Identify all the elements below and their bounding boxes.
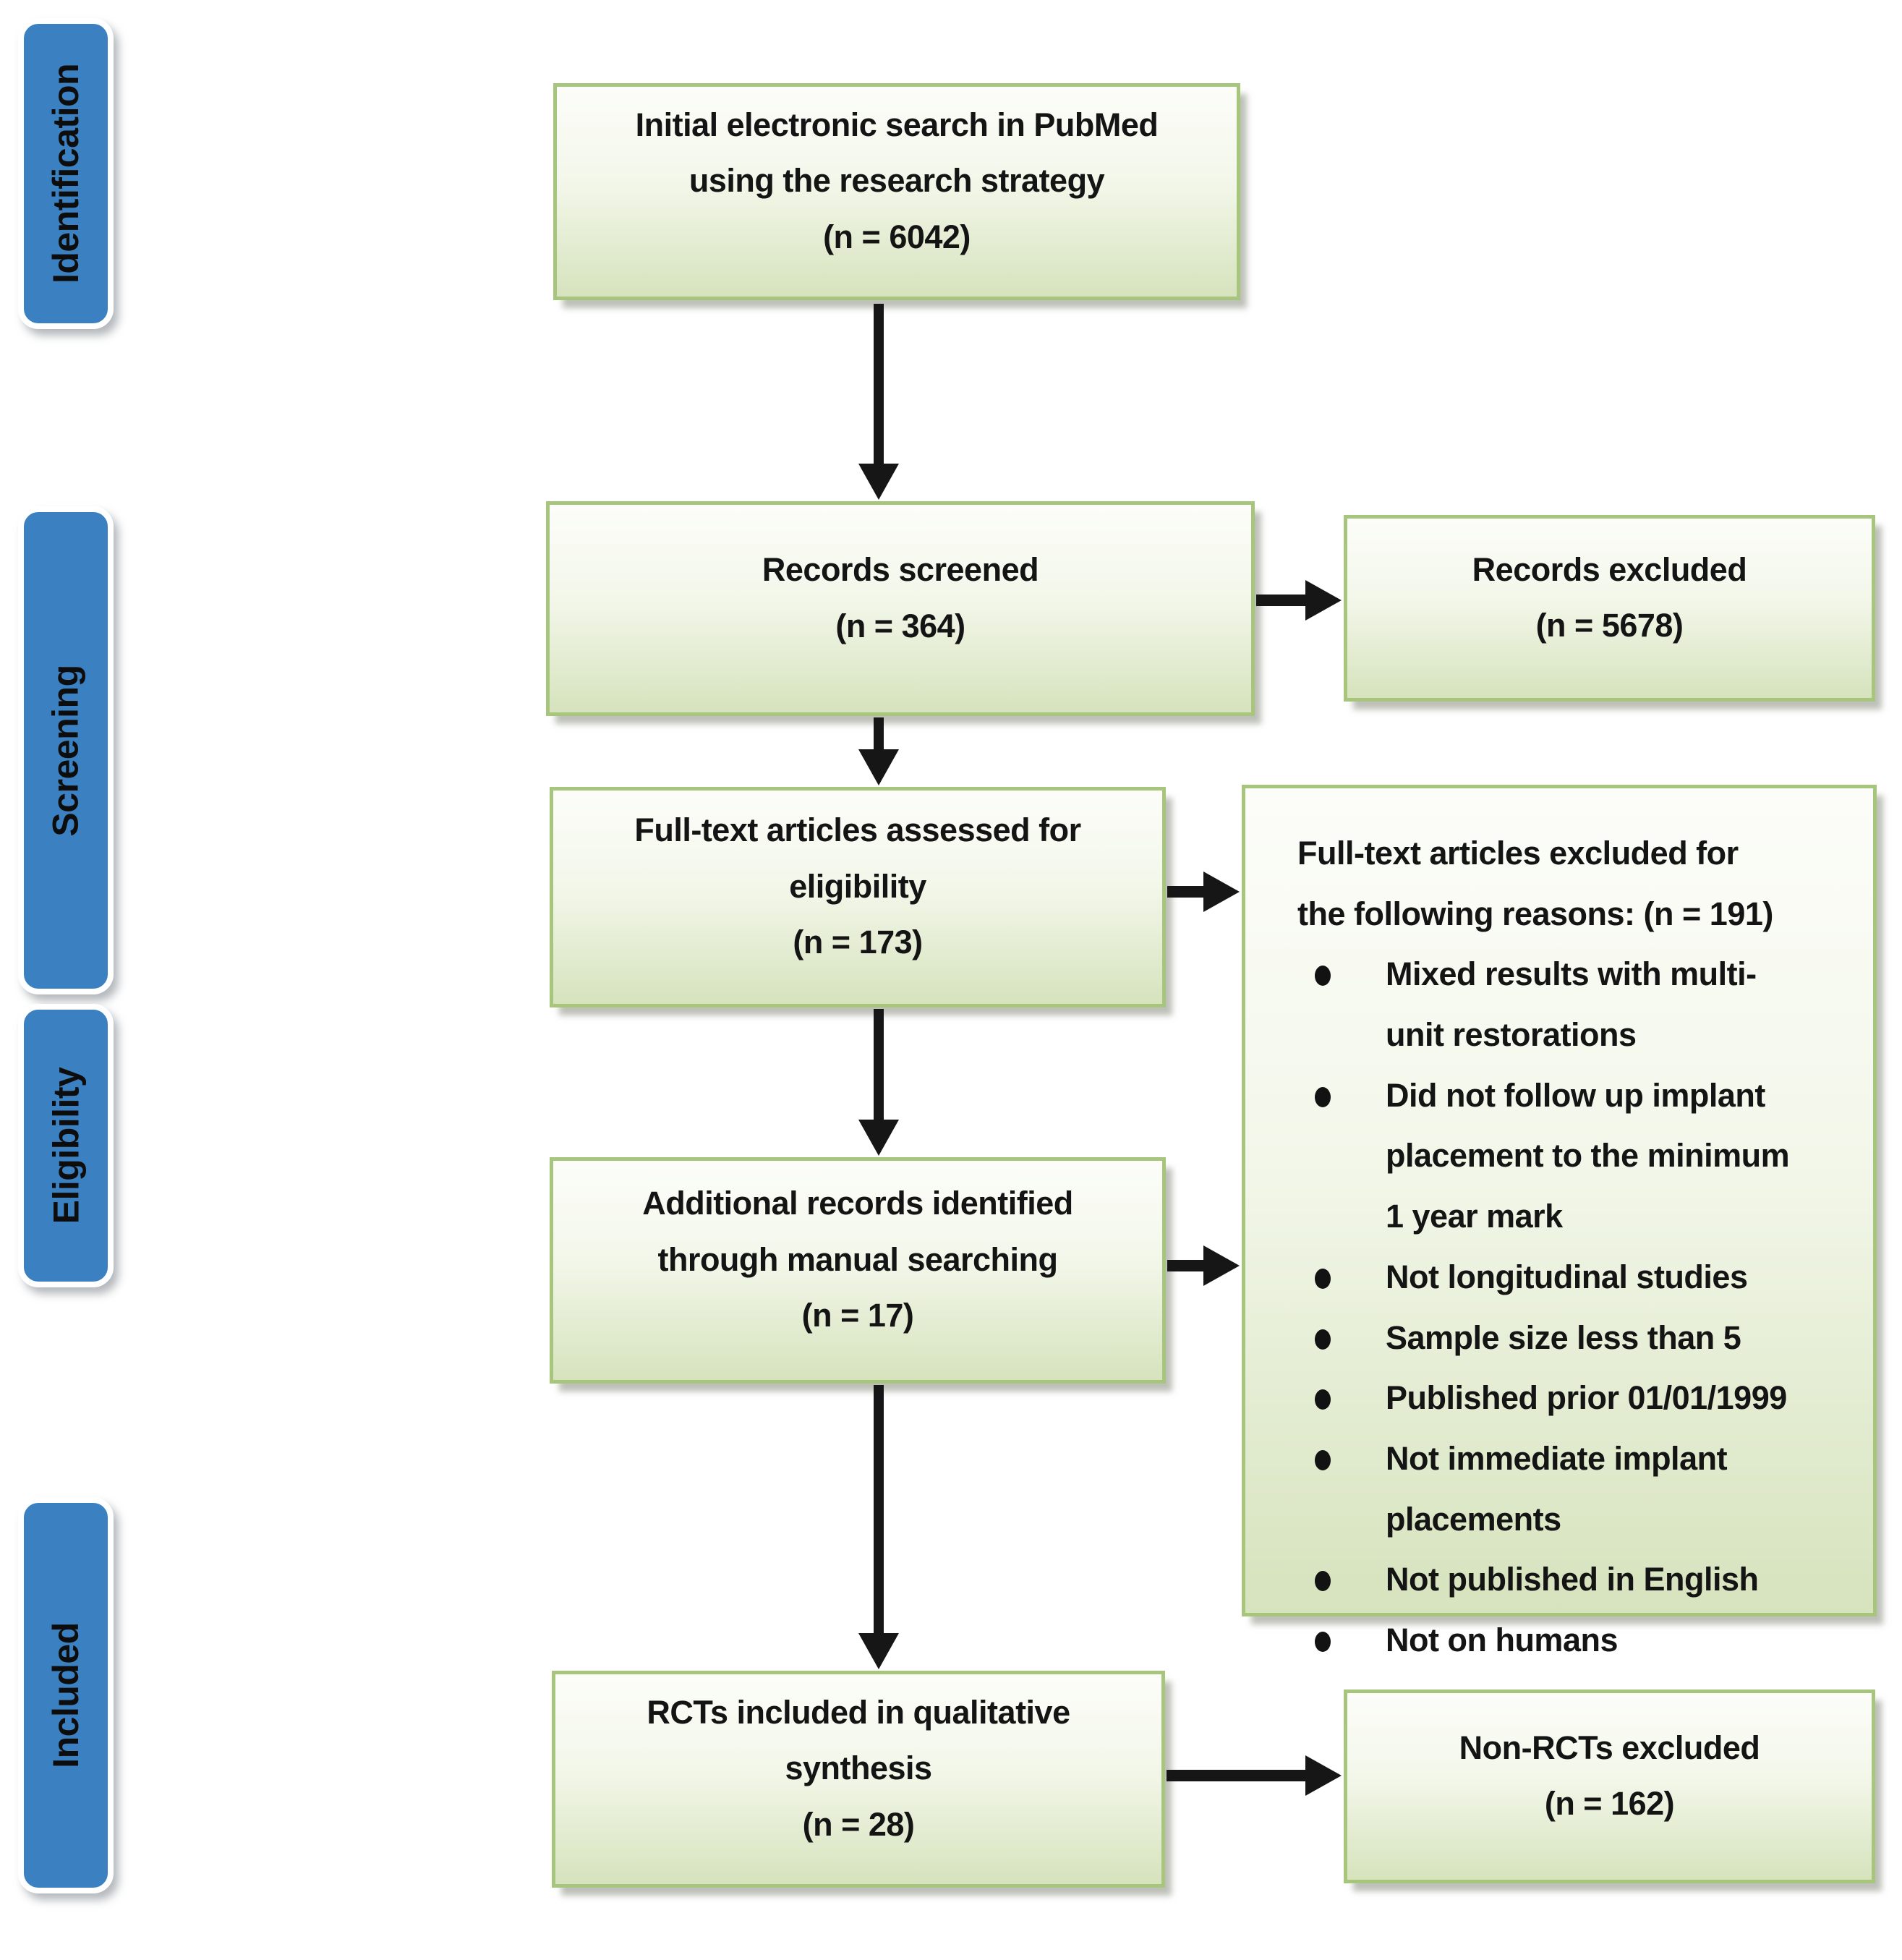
box-nonrcts-excluded: Non-RCTs excluded (n = 162) bbox=[1344, 1690, 1875, 1883]
arrow-head-down-icon bbox=[858, 1120, 899, 1156]
arrow-shaft bbox=[874, 717, 884, 752]
box-initial-search: Initial electronic search in PubMed usin… bbox=[553, 83, 1240, 300]
box-fulltext-excluded-reasons: Full-text articles excluded for the foll… bbox=[1242, 785, 1877, 1658]
stage-screening: Screening bbox=[18, 506, 114, 994]
stage-included: Included bbox=[18, 1497, 114, 1893]
box-fulltext-assessed-text: Full-text articles assessed for eligibil… bbox=[634, 811, 1081, 961]
arrow-shaft bbox=[874, 304, 884, 467]
stage-eligibility-label: Eligibility bbox=[46, 1067, 86, 1224]
arrow-head-right-icon bbox=[1203, 1245, 1240, 1286]
arrow-shaft bbox=[874, 1009, 884, 1122]
exclusion-reason-item: Not published in English bbox=[1297, 1549, 1789, 1610]
arrow-head-right-icon bbox=[1305, 1755, 1342, 1796]
arrow-shaft bbox=[1256, 595, 1311, 606]
arrow-head-right-icon bbox=[1203, 872, 1240, 912]
box-initial-search-text: Initial electronic search in PubMed usin… bbox=[635, 106, 1159, 255]
box-records-excluded-text: Records excluded (n = 5678) bbox=[1472, 550, 1747, 644]
arrow-shaft bbox=[1167, 886, 1207, 898]
exclusion-reason-item: Did not follow up implant placement to t… bbox=[1297, 1065, 1790, 1247]
exclusion-reason-item: Mixed results with multi- unit restorati… bbox=[1297, 944, 1789, 1065]
stage-identification: Identification bbox=[18, 18, 114, 329]
box-records-screened-text: Records screened (n = 364) bbox=[762, 551, 1039, 644]
arrow-shaft bbox=[1167, 1770, 1308, 1781]
exclusion-reason-item: Not on humans bbox=[1297, 1610, 1789, 1671]
box-records-screened: Records screened (n = 364) bbox=[546, 501, 1255, 716]
exclusion-reason-item: Not longitudinal studies bbox=[1297, 1247, 1789, 1308]
arrow-head-right-icon bbox=[1305, 580, 1342, 621]
fulltext-excluded-reasons-list: Mixed results with multi- unit restorati… bbox=[1297, 944, 1790, 1671]
arrow-shaft bbox=[874, 1385, 884, 1636]
box-rcts-included-text: RCTs included in qualitative synthesis (… bbox=[647, 1693, 1070, 1843]
stage-screening-label: Screening bbox=[46, 664, 86, 837]
box-additional-records-text: Additional records identified through ma… bbox=[642, 1185, 1073, 1334]
fulltext-excluded-reasons-content: Full-text articles excluded for the foll… bbox=[1245, 788, 1811, 1678]
stage-eligibility: Eligibility bbox=[18, 1004, 114, 1287]
box-rcts-included: RCTs included in qualitative synthesis (… bbox=[552, 1671, 1165, 1888]
box-records-excluded: Records excluded (n = 5678) bbox=[1344, 515, 1875, 702]
arrow-head-down-icon bbox=[858, 1633, 899, 1669]
stage-included-label: Included bbox=[46, 1622, 87, 1768]
arrow-head-down-icon bbox=[858, 464, 899, 500]
exclusion-reason-item: Published prior 01/01/1999 bbox=[1297, 1368, 1789, 1428]
stage-identification-label: Identification bbox=[46, 63, 87, 284]
box-fulltext-assessed: Full-text articles assessed for eligibil… bbox=[550, 787, 1166, 1007]
fulltext-excluded-reasons-header: Full-text articles excluded for the foll… bbox=[1297, 835, 1773, 932]
exclusion-reason-item: Sample size less than 5 bbox=[1297, 1308, 1789, 1368]
arrow-head-down-icon bbox=[858, 749, 899, 785]
box-additional-records: Additional records identified through ma… bbox=[550, 1157, 1166, 1384]
exclusion-reason-item: Not immediate implant placements bbox=[1297, 1428, 1789, 1549]
box-nonrcts-excluded-text: Non-RCTs excluded (n = 162) bbox=[1459, 1729, 1760, 1822]
arrow-shaft bbox=[1167, 1260, 1207, 1271]
